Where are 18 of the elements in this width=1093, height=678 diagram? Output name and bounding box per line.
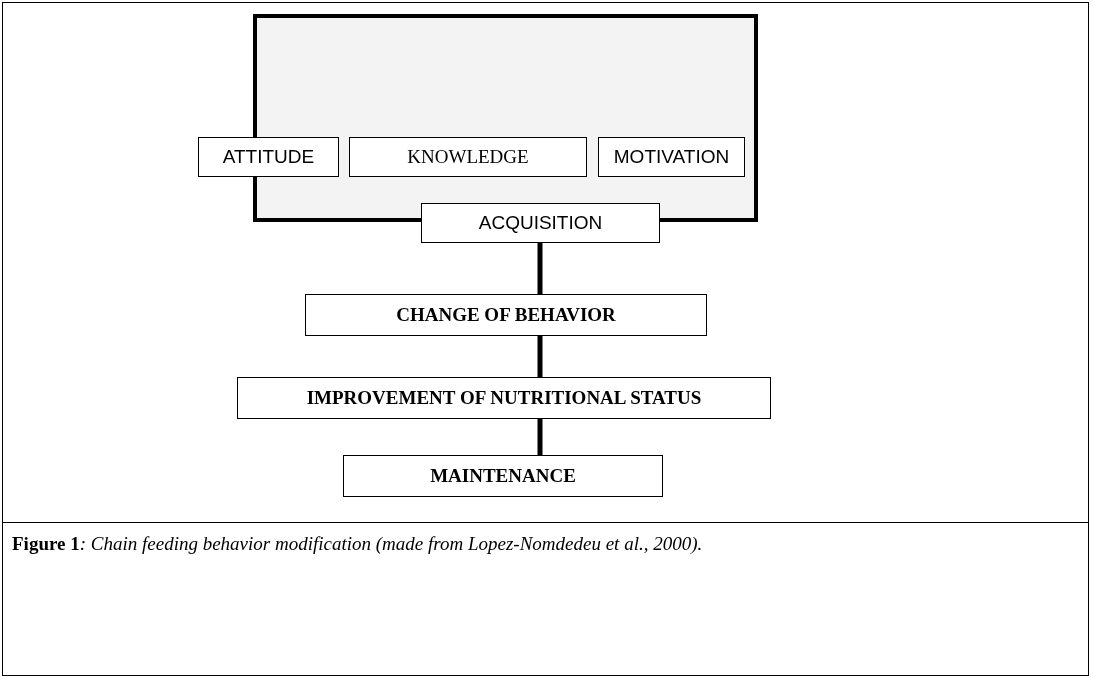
box-label: MOTIVATION <box>613 146 730 168</box>
process-box <box>305 294 707 336</box>
box-label: CHANGE OF BEHAVIOR <box>396 304 616 326</box>
connector-line <box>537 243 543 294</box>
box-label: MAINTENANCE <box>430 465 576 487</box>
box-label: IMPROVEMENT OF NUTRITIONAL STATUS <box>306 387 702 409</box>
process-box <box>343 455 663 497</box>
figure-caption: Figure 1: Chain feeding behavior modification (made from Lopez-Nomdedeu et al., 2000). <box>12 532 704 556</box>
box-label: ATTITUDE <box>222 146 315 168</box>
process-box <box>198 137 339 177</box>
process-box <box>349 137 587 177</box>
box-label: ACQUISITION <box>478 212 603 234</box>
process-box <box>237 377 771 419</box>
process-box <box>598 137 745 177</box>
connector-line <box>537 336 543 377</box>
process-box <box>421 203 660 243</box>
box-label: KNOWLEDGE <box>407 146 529 168</box>
connector-line <box>537 419 543 455</box>
